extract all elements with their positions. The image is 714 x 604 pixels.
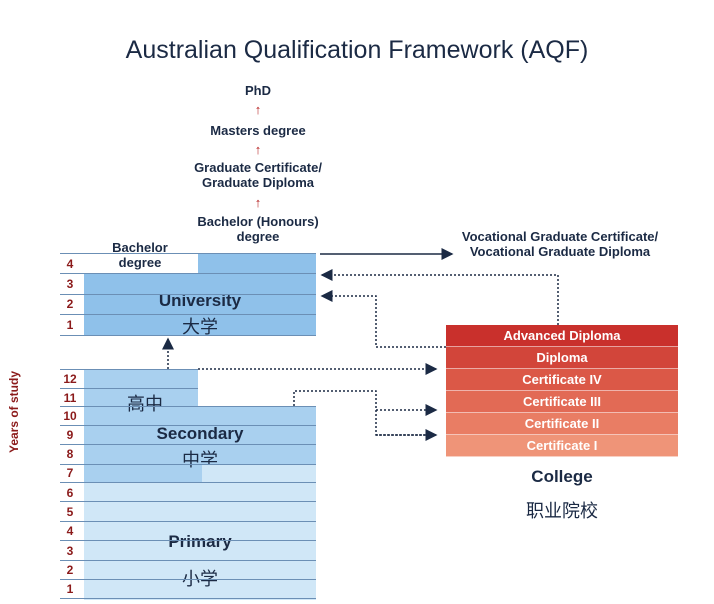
college-level-certificate-i: Certificate I [446, 435, 678, 457]
graduate-certificate-label: Graduate Certificate/ Graduate Diploma [194, 160, 322, 190]
connector-secondary-to-college [293, 390, 436, 436]
lane-divider [60, 406, 316, 407]
college-level-diploma: Diploma [446, 347, 678, 369]
high-school-label-zh: 高中 [127, 394, 163, 415]
college-label-zh: 职业院校 [526, 501, 598, 522]
connector-college-to-university-year-2 [320, 290, 446, 348]
lane-divider [60, 335, 316, 336]
year-number: 10 [63, 409, 77, 423]
year-number: 11 [63, 391, 77, 405]
year-number: 3 [66, 277, 74, 291]
phd-label: PhD [245, 83, 271, 98]
year-number: 9 [66, 428, 74, 442]
primary-top-block [202, 464, 316, 482]
university-label: University [158, 291, 242, 310]
secondary-year-7-block [84, 464, 202, 482]
lane-divider [60, 464, 316, 465]
up-arrow-icon: ↑ [254, 102, 262, 117]
college-level-advanced-diploma: Advanced Diploma [446, 325, 678, 347]
year-number: 4 [66, 257, 74, 271]
college-level-certificate-iv: Certificate IV [446, 369, 678, 391]
year-number: 8 [66, 447, 74, 461]
up-arrow-icon: ↑ [254, 142, 262, 157]
connector-college-to-university-year-3 [320, 269, 559, 325]
lane-divider [60, 388, 198, 389]
lane-divider [60, 444, 316, 445]
university-label-zh: 大学 [182, 317, 218, 338]
year-number: 2 [66, 563, 74, 577]
lane-divider [60, 501, 316, 502]
lane-divider [60, 253, 316, 254]
senior-secondary-block [84, 369, 198, 406]
lane-divider [60, 598, 316, 599]
lane-divider [60, 425, 316, 426]
lane-divider [60, 560, 316, 561]
year-number: 7 [66, 466, 74, 480]
up-arrow-icon: ↑ [254, 195, 262, 210]
lane-divider [60, 540, 316, 541]
year-number: 1 [66, 318, 74, 332]
year-number: 1 [66, 582, 74, 596]
college-level-certificate-iii: Certificate III [446, 391, 678, 413]
page-title: Australian Qualification Framework (AQF) [125, 36, 589, 64]
bachelor-degree-label: Bachelor degree [112, 240, 168, 270]
college-label: College [531, 467, 593, 486]
year-number: 5 [66, 505, 74, 519]
university-year-4-block [198, 253, 316, 273]
secondary-label: Secondary [156, 424, 244, 443]
year-number: 6 [66, 486, 74, 500]
masters-degree-label: Masters degree [210, 123, 306, 138]
year-number: 12 [63, 372, 77, 386]
year-number: 4 [66, 524, 74, 538]
university-block [84, 273, 316, 335]
year-number: 2 [66, 297, 74, 311]
secondary-block [84, 406, 316, 464]
lane-divider [60, 294, 316, 295]
lane-divider [60, 369, 198, 370]
year-number: 3 [66, 544, 74, 558]
vocational-graduate-label: Vocational Graduate Certificate/ Vocatio… [461, 229, 659, 259]
college-level-certificate-ii: Certificate II [446, 413, 678, 435]
lane-divider [60, 579, 316, 580]
lane-divider [60, 521, 316, 522]
primary-label: Primary [168, 532, 232, 551]
bachelor-honours-label: Bachelor (Honours) degree [197, 214, 319, 244]
lane-divider [60, 273, 316, 274]
lane-divider [60, 314, 316, 315]
lane-divider [60, 482, 316, 483]
